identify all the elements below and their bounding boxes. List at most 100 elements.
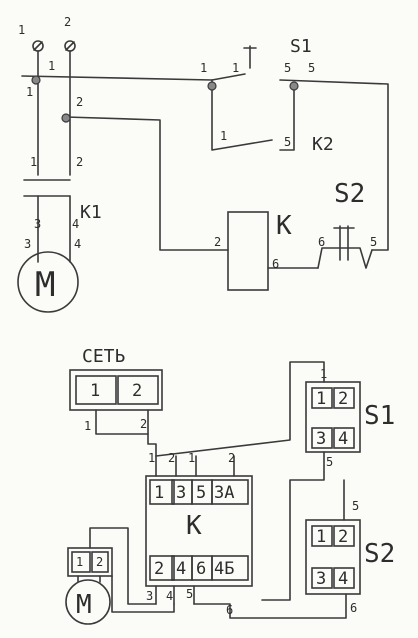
s1-block-label: S1 — [364, 401, 395, 431]
wire-label: 5 — [284, 61, 291, 75]
wire-label: 2 — [228, 451, 235, 465]
wire-label: 4 — [166, 589, 173, 603]
wire-label: 6 — [226, 603, 233, 617]
motor-leads — [37, 195, 71, 263]
wire-label: 1 — [232, 61, 239, 75]
wire-label: 5 — [186, 587, 193, 601]
s1-cell: 3 — [316, 429, 326, 449]
wire-label: 3 — [34, 217, 41, 231]
motor-wiring-symbol — [65, 579, 111, 625]
wire-label: 1 — [220, 129, 227, 143]
wire-5 — [279, 79, 389, 251]
wire-label: 1 — [48, 59, 55, 73]
wire-label: 1 — [188, 451, 195, 465]
relay-cell: 2 — [154, 559, 164, 579]
motor-wire-4 — [111, 575, 175, 613]
motor-label: M — [35, 265, 55, 305]
relay-cell: 4 — [176, 559, 186, 579]
junction-2 — [61, 113, 71, 123]
k2-label: K2 — [312, 134, 334, 155]
wire-label: 2 — [76, 95, 83, 109]
network-label: СЕТЬ — [82, 346, 126, 367]
relay-bottom-leads — [155, 585, 195, 605]
wire-label: 2 — [214, 235, 221, 249]
relay-k-label: K — [186, 511, 202, 541]
s2-cell: 2 — [338, 527, 348, 547]
terminal-1-label: 1 — [18, 23, 25, 37]
relay-cell: 6 — [196, 559, 206, 579]
s2-contact — [317, 247, 373, 269]
wire-5-k2 — [279, 83, 295, 151]
motor-leads-bottom — [77, 575, 101, 583]
s2-pushbutton — [333, 225, 355, 261]
s2-block-label: S2 — [364, 539, 395, 569]
relay-cell: 3 — [176, 483, 186, 503]
wire-label: 1 — [200, 61, 207, 75]
wire-label: 6 — [272, 257, 279, 271]
junction-1-left — [31, 75, 41, 85]
s1-cell: 2 — [338, 389, 348, 409]
s1-cell: 1 — [316, 389, 326, 409]
s1-label: S1 — [290, 36, 312, 57]
network-cell: 2 — [132, 381, 142, 401]
wire-label: 2 — [76, 155, 83, 169]
motor-cell: 1 — [76, 555, 83, 569]
wire-6-relay-s2 — [193, 593, 347, 619]
wire-5-s1-s2 — [261, 451, 325, 601]
wire-label: 6 — [318, 235, 325, 249]
wire-label: 4 — [74, 237, 81, 251]
wire-label: 5 — [326, 455, 333, 469]
s2-cell: 4 — [338, 569, 348, 589]
wire-label: 3 — [146, 589, 153, 603]
s2-cell: 3 — [316, 569, 326, 589]
wire-label: 6 — [350, 601, 357, 615]
relay-k-block — [145, 475, 253, 587]
junction-5 — [289, 81, 299, 91]
wire-1-to-s1 — [155, 361, 325, 457]
network-cell: 1 — [90, 381, 100, 401]
s2-block — [305, 519, 361, 595]
wire-label: 1 — [26, 85, 33, 99]
relay-top-leads — [155, 455, 235, 477]
coil-k — [227, 211, 269, 291]
coil-k-label: K — [276, 211, 292, 241]
s2-label: S2 — [334, 179, 365, 209]
wire-label: 2 — [140, 417, 147, 431]
wire-2-to-relay — [147, 433, 157, 457]
wire-label: 1 — [84, 419, 91, 433]
wire-label: 2 — [168, 451, 175, 465]
terminal-2-label: 2 — [64, 15, 71, 29]
motor-cell: 2 — [96, 555, 103, 569]
motor-wire-3 — [89, 527, 157, 605]
wire-label: 1 — [30, 155, 37, 169]
network-wires — [95, 409, 149, 435]
wire-1-top — [21, 75, 213, 81]
wire-2-to-k — [65, 116, 229, 251]
network-block — [69, 369, 163, 411]
relay-cell: 3A — [214, 483, 234, 503]
motor-terminal-block — [67, 547, 113, 577]
relay-cell: 4Б — [214, 559, 234, 579]
wiring-layout: СЕТЬ 1 2 1 2 1 1 2 3 4 S1 5 5 1 2 3 4 S2… — [65, 346, 395, 625]
s1-block — [305, 381, 361, 453]
wire-label: 5 — [352, 499, 359, 513]
wire-label: 5 — [370, 235, 377, 249]
wire-label: 3 — [24, 237, 31, 251]
wire-1-k2 — [211, 79, 273, 151]
s1-cell: 4 — [338, 429, 348, 449]
k1-label: K1 — [80, 202, 102, 223]
s1-pushbutton — [243, 45, 257, 69]
s2-cell: 1 — [316, 527, 326, 547]
motor-symbol — [17, 251, 79, 313]
wire-label: 5 — [308, 61, 315, 75]
junction-1-right — [207, 81, 217, 91]
wire-label: 4 — [72, 217, 79, 231]
schematic-diagram: 1 2 M 1 1 1 1 1 1 2 — [17, 15, 389, 313]
motor-wiring-label: M — [76, 590, 92, 620]
wire-1-s1 — [211, 73, 246, 81]
k1-contacts — [23, 179, 71, 197]
wire-label: 1 — [148, 451, 155, 465]
wire-label: 5 — [284, 135, 291, 149]
relay-cell: 5 — [196, 483, 206, 503]
